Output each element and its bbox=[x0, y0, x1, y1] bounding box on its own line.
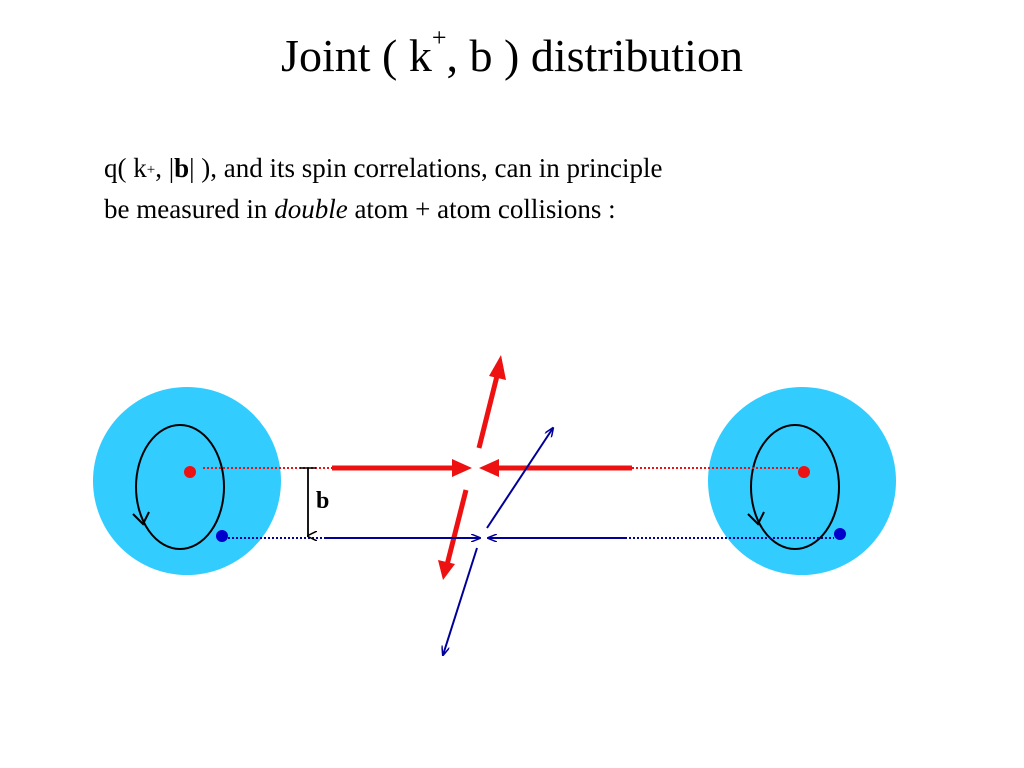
body-line-1: q( k+, |b| ), and its spin correlations,… bbox=[104, 148, 924, 189]
right-blue-electron bbox=[834, 528, 846, 540]
red-incoming-left-arrowhead bbox=[452, 459, 472, 477]
left-blue-electron bbox=[216, 530, 228, 542]
body-line-2: be measured in double atom + atom collis… bbox=[104, 189, 924, 230]
blue-outgoing-up-arrow bbox=[486, 428, 553, 529]
red-outgoing-up-arrowhead bbox=[489, 355, 506, 380]
left-red-electron bbox=[184, 466, 196, 478]
slide-title: Joint ( k+, b ) distribution bbox=[0, 23, 1024, 83]
right-atom-cloud bbox=[708, 387, 896, 575]
body-text-measured: be measured in bbox=[104, 194, 275, 224]
title-suffix: , b ) distribution bbox=[446, 30, 743, 81]
right-atom-orbit bbox=[750, 424, 840, 550]
red-outgoing-down-arrowhead bbox=[438, 560, 455, 580]
body-text-rest: | ), and its spin correlations, can in p… bbox=[189, 153, 663, 183]
body-italic-double: double bbox=[274, 194, 348, 224]
body-superscript-plus: + bbox=[146, 162, 156, 178]
body-text-bar-open: , | bbox=[155, 153, 175, 183]
right-red-electron bbox=[798, 466, 810, 478]
red-outgoing-up-arrow bbox=[476, 371, 501, 449]
left-atom-cloud bbox=[93, 387, 281, 575]
left-orbit-arrowhead bbox=[132, 511, 150, 526]
body-bold-b: b bbox=[174, 153, 190, 183]
title-prefix: Joint ( k bbox=[281, 30, 432, 81]
impact-parameter-label: b bbox=[316, 488, 329, 514]
left-atom bbox=[93, 387, 281, 575]
right-atom bbox=[708, 387, 896, 575]
red-incoming-right-arrowhead bbox=[479, 459, 499, 477]
left-atom-orbit bbox=[135, 424, 225, 550]
blue-outgoing-down-arrow bbox=[443, 547, 478, 655]
red-outgoing-down-arrow bbox=[444, 489, 469, 566]
body-text-collisions: atom + atom collisions : bbox=[347, 194, 616, 224]
title-superscript: + bbox=[431, 23, 447, 52]
right-orbit-arrowhead bbox=[747, 511, 765, 526]
slide-body-text: q( k+, |b| ), and its spin correlations,… bbox=[104, 148, 924, 230]
body-text-q: q( k bbox=[104, 153, 147, 183]
